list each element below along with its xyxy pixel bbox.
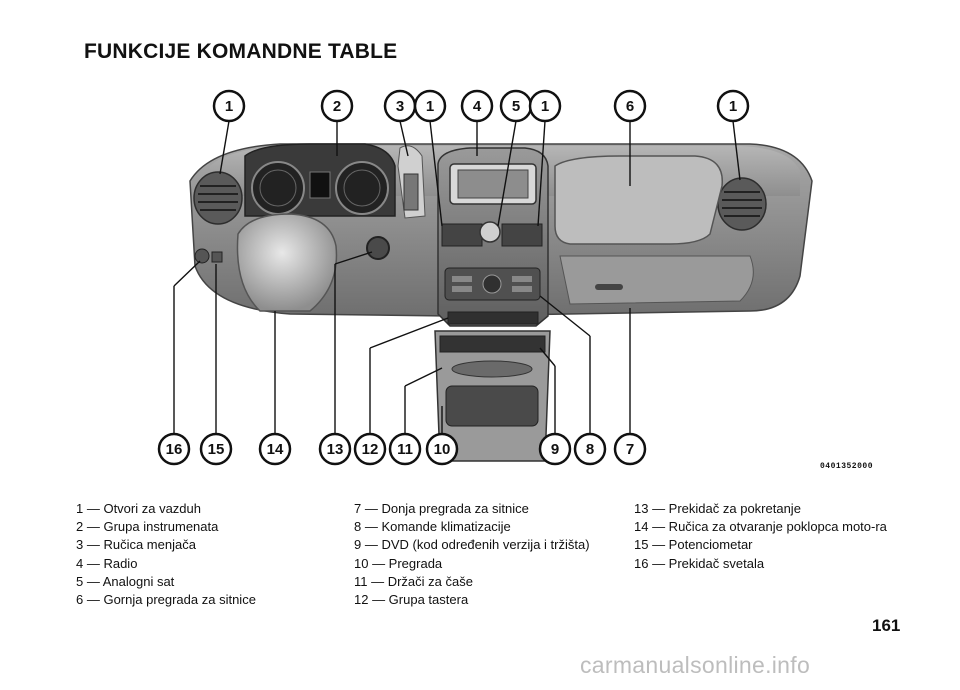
upper-glove-box	[554, 155, 723, 245]
potentiometer	[211, 251, 223, 263]
callout-12	[353, 432, 387, 466]
dashboard-illustration: 1 2 3 1 4 5 1 6 1 16 15 14 13 12 11 10 9…	[157, 89, 813, 466]
callout-10	[425, 432, 459, 466]
callout-16	[157, 432, 191, 466]
callout-11-label: 11	[397, 441, 413, 458]
lower-glove-box	[559, 255, 754, 305]
watermark: carmanualsonline.info	[580, 652, 811, 678]
callout-13	[318, 432, 352, 466]
callout-1b	[413, 89, 447, 123]
legend-item: 12 — Grupa tastera	[354, 592, 469, 608]
instrument-cluster	[244, 143, 396, 217]
callout-1b-label: 1	[426, 98, 434, 115]
right-air-vent	[717, 177, 767, 231]
callout-9-label: 9	[551, 441, 559, 458]
callout-1c-label: 1	[541, 98, 549, 115]
analog-clock	[479, 221, 501, 243]
callout-14	[258, 432, 292, 466]
dvd-unit	[439, 335, 546, 353]
callout-6	[613, 89, 647, 123]
callout-10-label: 10	[434, 441, 451, 458]
legend-item: 4 — Radio	[76, 555, 138, 571]
callout-2	[320, 89, 354, 123]
callout-1c	[528, 89, 562, 123]
callout-8-label: 8	[586, 441, 594, 458]
legend-item: 15 — Potenciometar	[634, 537, 753, 553]
legend-column-3: 13 — Prekidač za pokretanje 14 — Ručica …	[634, 500, 894, 573]
callout-3-label: 3	[396, 98, 404, 115]
legend-item: 8 — Komande klimatizacije	[354, 519, 511, 535]
steering-wheel	[236, 213, 338, 312]
callout-7	[613, 432, 647, 466]
legend-column-1: 1 — Otvori za vazduh 2 — Grupa instrumen…	[76, 500, 336, 609]
legend-item: 7 — Donja pregrada za sitnice	[354, 501, 529, 516]
callout-11	[388, 432, 422, 466]
dashboard-figure: 1 2 3 1 4 5 1 6 1 16 15 14 13 12 11 10 9…	[150, 86, 890, 476]
center-vents	[441, 223, 543, 247]
callout-1d-label: 1	[729, 98, 737, 115]
legend-item: 6 — Gornja pregrada za sitnice	[76, 592, 256, 608]
legend-item: 9 — DVD (kod određenih verzija i tržišta…	[354, 537, 590, 553]
gear-lever	[397, 145, 426, 219]
callout-7-label: 7	[626, 441, 634, 458]
button-group	[447, 311, 539, 325]
callout-2-label: 2	[333, 98, 341, 115]
callout-6-label: 6	[626, 98, 634, 115]
legend-item: 13 — Prekidač za pokretanje	[634, 501, 801, 516]
cup-holders	[451, 360, 533, 378]
legend-item: 14 — Ručica za otvaranje poklopca moto-r…	[634, 519, 887, 535]
callout-13-label: 13	[327, 441, 344, 458]
callout-1d	[716, 89, 750, 123]
callout-14-label: 14	[267, 441, 284, 458]
callout-16-label: 16	[166, 441, 183, 458]
climate-controls	[444, 267, 541, 301]
callout-5-label: 5	[512, 98, 520, 115]
legend-item: 2 — Grupa instrumenata	[76, 519, 219, 535]
page-title: FUNKCIJE KOMANDNE TABLE	[84, 40, 398, 63]
page-number: 161	[872, 616, 901, 635]
callout-9	[538, 432, 572, 466]
callout-4-label: 4	[473, 98, 482, 115]
callout-15	[199, 432, 233, 466]
start-switch	[366, 236, 390, 260]
callout-15-label: 15	[208, 441, 225, 458]
storage-bin	[445, 385, 539, 427]
legend-column-2: 7 — Donja pregrada za sitnice 8 — Komand…	[354, 500, 624, 609]
legend-item: 5 — Analogni sat	[76, 573, 175, 589]
light-switch	[194, 248, 210, 264]
callout-1a-label: 1	[225, 98, 233, 115]
legend-item: 11 — Držači za čaše	[354, 573, 473, 589]
glove-box-handle	[595, 284, 623, 290]
callout-1a	[212, 89, 246, 123]
legend-item: 10 — Pregrada	[354, 555, 443, 571]
legend-item: 16 — Prekidač svetala	[634, 555, 765, 571]
left-air-vent	[193, 171, 243, 225]
callout-12-label: 12	[362, 441, 379, 458]
callout-8	[573, 432, 607, 466]
legend-item: 3 — Ručica menjača	[76, 537, 196, 553]
figure-code: 0401352000	[820, 462, 874, 471]
legend-item: 1 — Otvori za vazduh	[76, 501, 201, 516]
callout-4	[460, 89, 494, 123]
